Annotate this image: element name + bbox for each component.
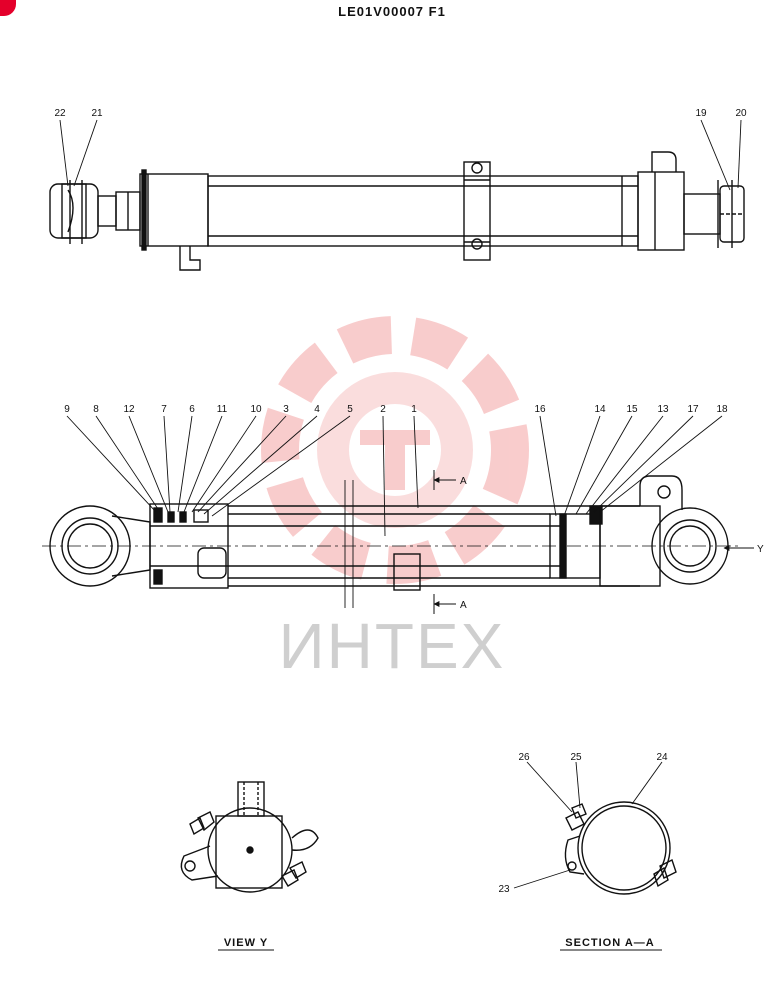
callout-13: 13 xyxy=(657,404,669,415)
section-label-bottom: A xyxy=(460,600,467,611)
top-leader-lines xyxy=(59,119,742,191)
callout-6: 6 xyxy=(189,404,195,415)
watermark-logo xyxy=(261,316,529,584)
callout-17: 17 xyxy=(687,404,699,415)
callout-16: 16 xyxy=(534,404,546,415)
section-a-markers xyxy=(433,470,456,614)
callout-7: 7 xyxy=(161,404,167,415)
callout-25: 25 xyxy=(570,752,582,763)
drawing-code: LE01V00007 xyxy=(338,4,425,19)
cylinder-section-view xyxy=(42,475,740,608)
callout-1: 1 xyxy=(411,404,417,415)
caption-section-a-a: SECTION A—A xyxy=(565,937,654,949)
drawing-header: LE01V00007 F1 xyxy=(0,4,784,19)
callout-14: 14 xyxy=(594,404,606,415)
callout-19: 19 xyxy=(695,108,707,119)
view-y-marker: Y xyxy=(757,544,764,555)
callout-24: 24 xyxy=(656,752,668,763)
callout-8: 8 xyxy=(93,404,99,415)
section-leader-lines xyxy=(66,415,723,537)
callout-23: 23 xyxy=(498,884,510,895)
section-callouts: 9 8 12 7 6 11 10 3 4 5 2 1 16 14 15 13 1… xyxy=(64,404,728,415)
section-label-top: A xyxy=(460,476,467,487)
callout-4: 4 xyxy=(314,404,320,415)
callout-12: 12 xyxy=(123,404,135,415)
corner-badge xyxy=(0,0,16,16)
callout-3: 3 xyxy=(283,404,289,415)
callout-22: 22 xyxy=(54,108,66,119)
callout-5: 5 xyxy=(347,404,353,415)
watermark-text: ИНТЕХ xyxy=(279,610,506,682)
section-a-a-drawing xyxy=(564,801,677,895)
callout-15: 15 xyxy=(626,404,638,415)
callout-20: 20 xyxy=(735,108,747,119)
drawing-suffix: F1 xyxy=(428,4,446,19)
callout-9: 9 xyxy=(64,404,70,415)
cylinder-external-view xyxy=(49,151,745,271)
section-a-a-leaders xyxy=(513,761,663,889)
callout-10: 10 xyxy=(250,404,262,415)
view-y-drawing xyxy=(180,781,319,893)
callout-2: 2 xyxy=(380,404,386,415)
callout-26: 26 xyxy=(518,752,530,763)
top-callouts: 22 21 19 20 xyxy=(54,108,747,119)
section-a-a-callouts: 26 25 24 23 xyxy=(498,752,668,895)
callout-11: 11 xyxy=(217,404,228,415)
caption-view-y: VIEW Y xyxy=(224,937,268,949)
callout-18: 18 xyxy=(716,404,728,415)
callout-21: 21 xyxy=(91,108,103,119)
